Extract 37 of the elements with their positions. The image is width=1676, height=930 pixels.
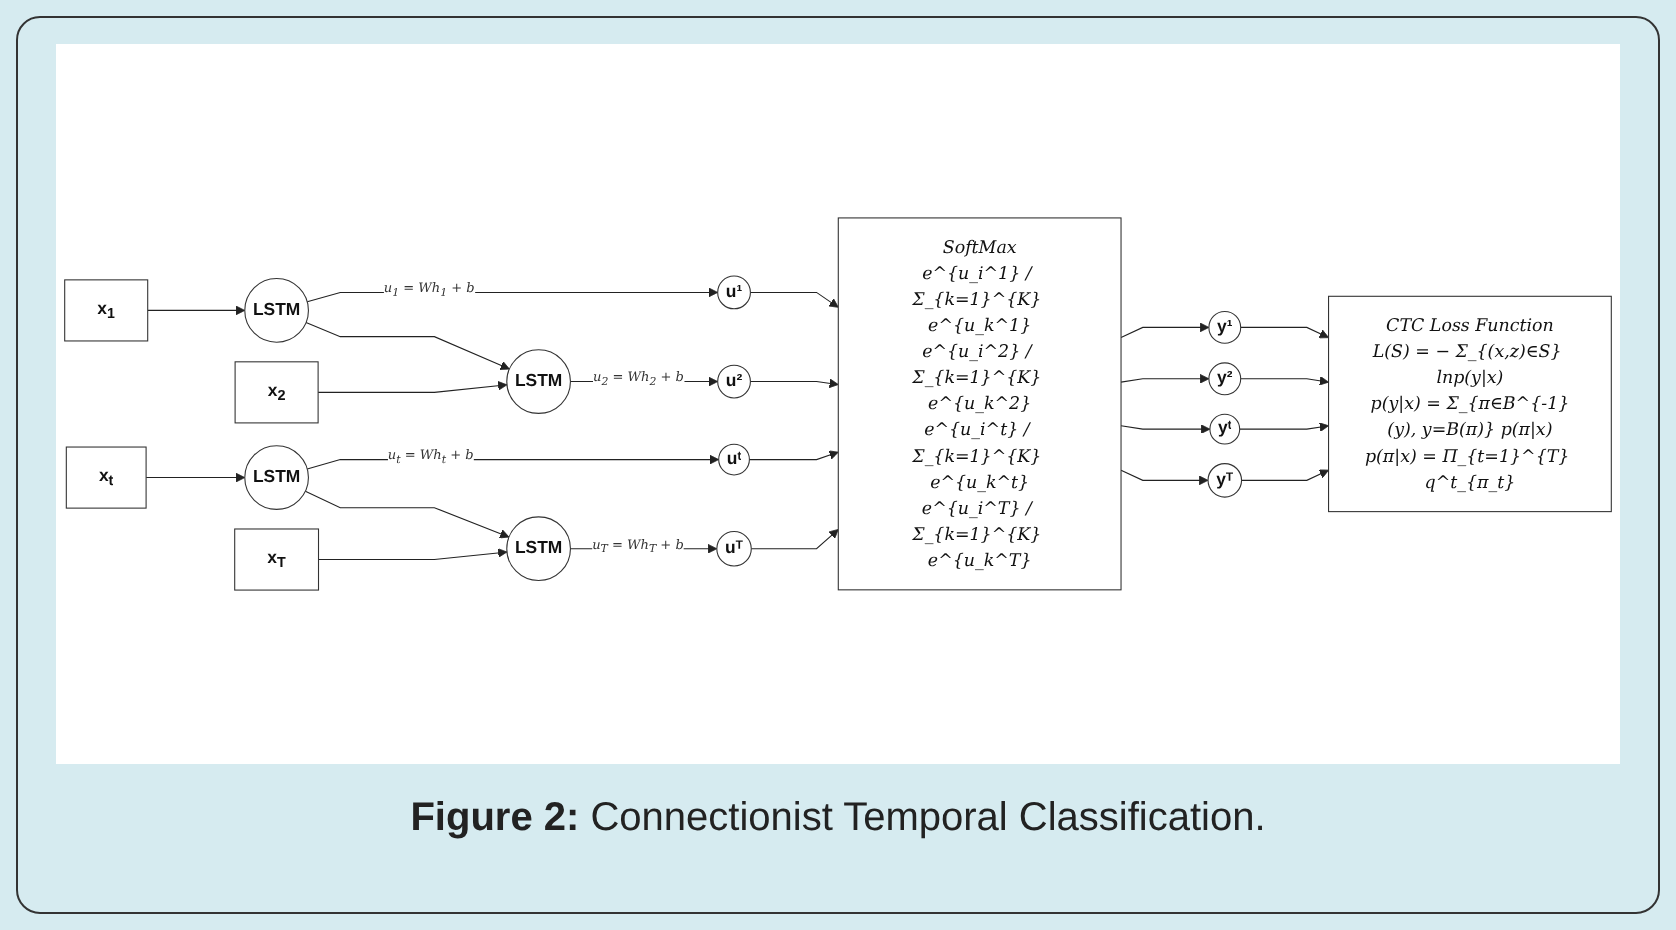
node-circle: LSTM: [244, 278, 309, 343]
arrow: [1239, 422, 1329, 432]
arrow: [748, 450, 839, 461]
arrow: [304, 490, 510, 539]
arrow: [1240, 376, 1329, 386]
node-box: x$_{t}$: [65, 446, 147, 509]
node-circle: y¹: [1208, 310, 1242, 344]
node-box: x$_{1}$: [64, 279, 149, 342]
arrow: [749, 378, 839, 389]
node-circle: u¹: [717, 275, 751, 310]
arrow: [1240, 326, 1329, 339]
arrow: [1120, 374, 1210, 384]
arrow: [145, 472, 246, 483]
node-circle: yᵀ: [1207, 463, 1243, 498]
arrow: [1120, 322, 1210, 339]
node-circle: y²: [1208, 362, 1242, 396]
node-circle: uᵗ: [718, 443, 750, 476]
node-circle: u²: [717, 364, 751, 399]
arrow: [1120, 469, 1209, 486]
arrow: [147, 305, 246, 316]
node-box: SoftMax e^{u_i^1} / Σ_{k=1}^{K} e^{u_k^1} e^{u_i^2} / Σ_{k=1}^{K} e^{u_k^2} e^{u_i^t} / Σ_{k=1}^{K} e^{u_k^t} e^{u_i^T} / Σ_{k=1}^{K} e^{u_k^T}: [837, 217, 1122, 591]
node-circle: uᵀ: [716, 530, 752, 567]
node-box: x$_{2}$: [234, 361, 319, 424]
arrow: [750, 529, 839, 550]
arrow: [749, 291, 839, 308]
arrow: [1241, 469, 1329, 481]
figure-caption: Figure 2: Connectionist Temporal Classification.: [408, 796, 1268, 842]
node-circle: LSTM: [506, 349, 571, 414]
node-box: CTC Loss Function L(S) = − Σ_{(x,z)∈S} lnp(y|x) p(y|x) = Σ_{π∈B^{-1}(y), y=B(π)} p(π|x) p(π|x) = Π_{t=1}^{T} q^t_{π_t}: [1328, 295, 1612, 513]
arrow: [305, 322, 510, 370]
node-circle: LSTM: [506, 516, 571, 582]
node-circle: yᵗ: [1209, 413, 1241, 445]
node-box: x$_{T}$: [234, 528, 320, 591]
arrow: [317, 548, 508, 561]
arrow: [1120, 424, 1211, 434]
arrow: [317, 381, 508, 393]
node-circle: LSTM: [244, 445, 309, 510]
